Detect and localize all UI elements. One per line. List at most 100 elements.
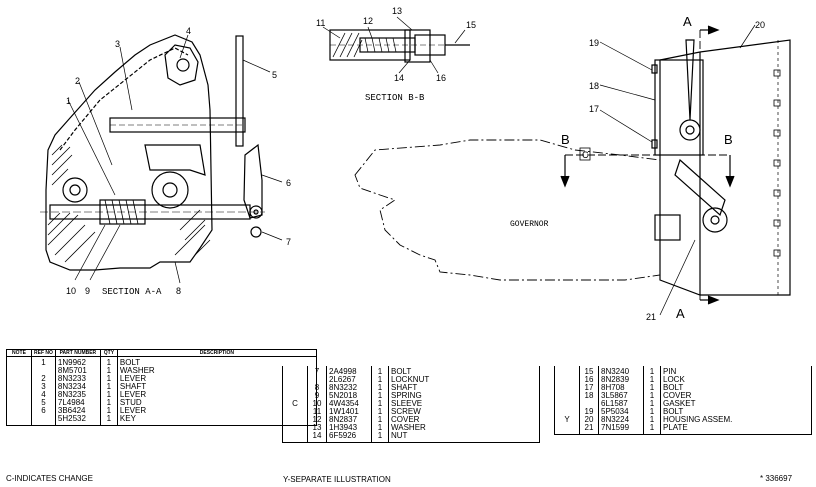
cell-note xyxy=(6,399,32,407)
section-aa-label: SECTION A-A xyxy=(102,287,162,297)
callout-18: 18 xyxy=(589,81,599,91)
callout-21: 21 xyxy=(646,312,656,322)
cell-note xyxy=(282,424,308,432)
callout-14: 14 xyxy=(394,73,404,83)
cover-18 xyxy=(654,59,704,156)
cell-note xyxy=(282,416,308,424)
header-description: DESCRIPTION xyxy=(116,349,317,357)
cell-note xyxy=(554,392,580,400)
cell-desc: WASHER xyxy=(388,424,540,432)
cell-desc: LOCK xyxy=(660,376,812,384)
callout-15: 15 xyxy=(466,20,476,30)
cell-note xyxy=(282,366,308,376)
section-a-bottom-marker: A xyxy=(676,306,685,321)
section-a-top-marker: A xyxy=(683,14,692,29)
section-bb-label: SECTION B-B xyxy=(365,93,425,103)
housing-assembly-20 xyxy=(659,39,791,296)
cell-desc: PLATE xyxy=(660,424,812,435)
cell-note xyxy=(554,400,580,408)
cell-note xyxy=(6,391,32,399)
callout-5: 5 xyxy=(272,70,277,80)
cell-note xyxy=(282,384,308,392)
cell-note xyxy=(282,432,308,443)
callout-10: 10 xyxy=(66,286,76,296)
cell-note xyxy=(6,383,32,391)
parts-table-1: NOTE REF NO PART NUMBER QTY DESCRIPTION … xyxy=(6,349,317,426)
cell-note xyxy=(554,376,580,384)
header-ref-no: REF NO xyxy=(31,349,56,357)
cell-qty: 1 xyxy=(643,424,661,435)
callout-20: 20 xyxy=(755,20,765,30)
cell-part: 5H2532 xyxy=(54,415,101,426)
cell-desc: BOLT xyxy=(388,366,540,376)
cell-note xyxy=(554,424,580,435)
callout-11: 11 xyxy=(316,18,325,28)
callout-6: 6 xyxy=(286,178,291,188)
cell-qty: 1 xyxy=(371,432,389,443)
callout-17: 17 xyxy=(589,104,599,114)
cell-ref: 14 xyxy=(307,432,327,443)
cell-desc: LOCKNUT xyxy=(388,376,540,384)
callout-8: 8 xyxy=(176,286,181,296)
cell-desc: COVER xyxy=(388,416,540,424)
cell-ref: 7 xyxy=(307,366,327,376)
cell-part: 6F5926 xyxy=(326,432,372,443)
cell-note xyxy=(554,366,580,376)
section-b-left-marker: B xyxy=(561,132,570,147)
cell-ref: 1 xyxy=(31,356,56,367)
callout-3: 3 xyxy=(115,39,120,49)
lever-5 xyxy=(235,35,244,147)
cell-desc: BOLT xyxy=(660,384,812,392)
header-qty: QTY xyxy=(99,349,118,357)
callout-12: 12 xyxy=(363,16,373,26)
cell-note xyxy=(282,408,308,416)
cell-desc: GASKET xyxy=(660,400,812,408)
section-b-right-marker: B xyxy=(724,132,733,147)
cell-desc: SLEEVE xyxy=(388,400,540,408)
parts-diagram: 1 2 3 4 5 6 7 8 9 10 11 12 13 14 15 16 1… xyxy=(40,6,791,322)
callout-1: 1 xyxy=(66,96,71,106)
section-aa-housing xyxy=(45,34,213,271)
callout-9: 9 xyxy=(85,286,90,296)
cell-note xyxy=(6,367,32,375)
cell-desc: SCREW xyxy=(388,408,540,416)
footer-c-indicates-change: C-INDICATES CHANGE xyxy=(6,474,93,483)
cell-desc: BOLT xyxy=(660,408,812,416)
governor-label: GOVERNOR xyxy=(510,220,549,229)
cell-ref: 6 xyxy=(31,407,56,415)
cell-note xyxy=(554,384,580,392)
callout-7: 7 xyxy=(286,237,291,247)
cell-desc: NUT xyxy=(388,432,540,443)
cell-note xyxy=(6,407,32,415)
governor-outline xyxy=(354,139,661,281)
callout-2: 2 xyxy=(75,76,80,86)
footer-drawing-code: * 336697 xyxy=(760,474,793,483)
footer-y-separate-illustration: Y-SEPARATE ILLUSTRATION xyxy=(283,475,391,484)
cell-desc: BOLT xyxy=(116,356,317,367)
cell-desc: COVER xyxy=(660,392,812,400)
cell-qty: 1 xyxy=(99,415,118,426)
cell-desc: SHAFT xyxy=(388,384,540,392)
cell-desc: PIN xyxy=(660,366,812,376)
cell-note xyxy=(282,376,308,384)
